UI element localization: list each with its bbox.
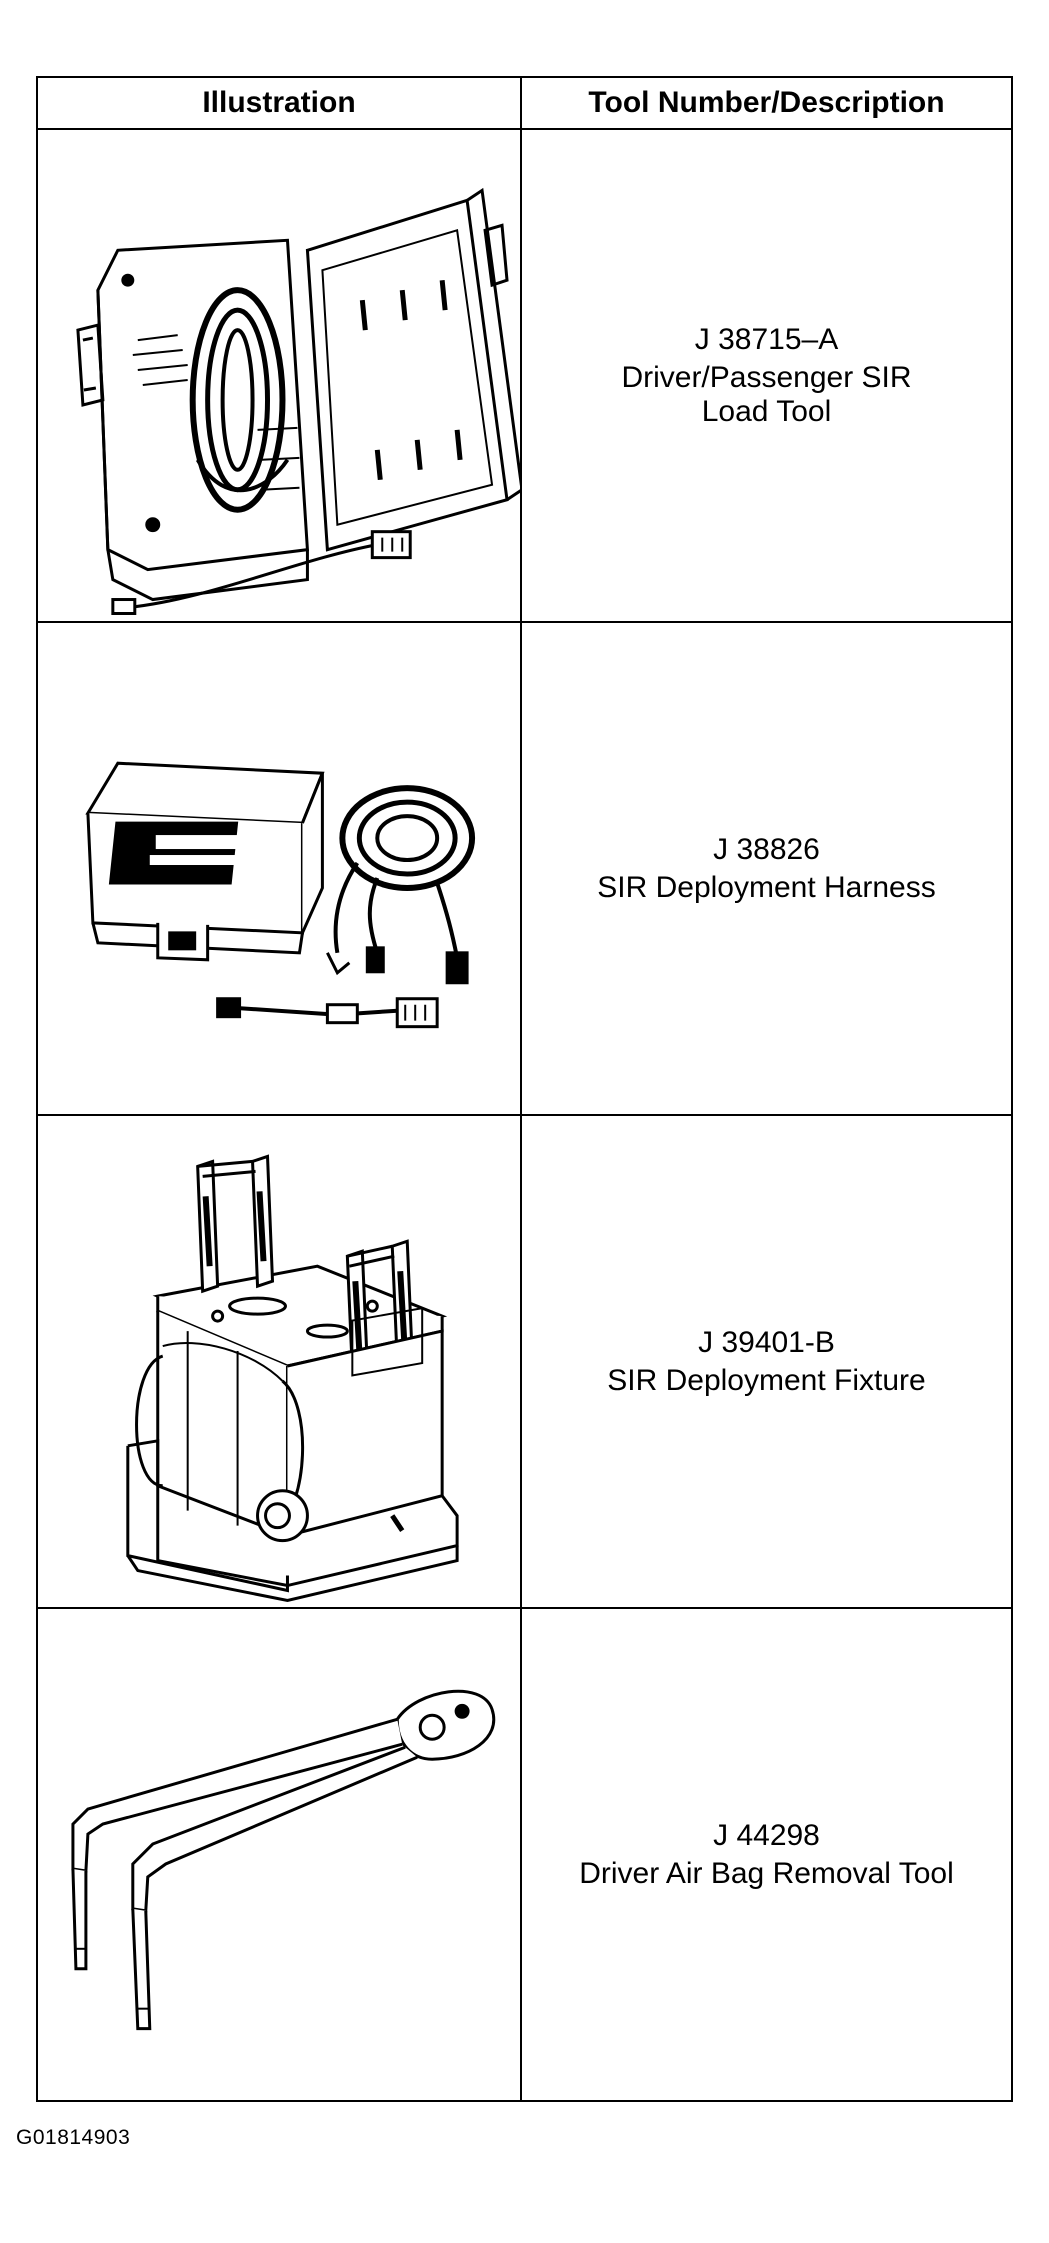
special-tools-table: Illustration Tool Number/Description: [36, 76, 1014, 2102]
table-row: J 44298 Driver Air Bag Removal Tool: [36, 1607, 1014, 2102]
tool-description-line: Driver/Passenger SIR: [621, 360, 912, 394]
table-row: J 38715–A Driver/Passenger SIR Load Tool: [36, 128, 1014, 623]
deployment-harness-icon: [85, 761, 476, 1029]
deployment-fixture-icon: [126, 1154, 459, 1603]
table-row: J 39401-B SIR Deployment Fixture: [36, 1114, 1014, 1609]
header-tool-description: Tool Number/Description: [519, 76, 1014, 130]
figure-code: G01814903: [16, 2126, 131, 2149]
description-cell: J 38826 SIR Deployment Harness: [519, 621, 1014, 1116]
air-bag-removal-tool-icon: [71, 1689, 496, 2031]
tool-number: J 44298: [713, 1818, 820, 1852]
illustration-cell: [36, 621, 522, 1116]
table-row: J 38826 SIR Deployment Harness: [36, 621, 1014, 1116]
tool-description-line: Driver Air Bag Removal Tool: [579, 1856, 954, 1890]
load-tool-case-icon: [76, 187, 520, 615]
tool-number: J 39401-B: [698, 1325, 835, 1359]
illustration-cell: [36, 1607, 522, 2102]
tool-description-line: SIR Deployment Harness: [597, 870, 936, 904]
description-cell: J 39401-B SIR Deployment Fixture: [519, 1114, 1014, 1609]
header-illustration: Illustration: [36, 76, 522, 130]
tool-description-line: SIR Deployment Fixture: [607, 1363, 926, 1397]
tool-number: J 38826: [713, 832, 820, 866]
description-cell: J 44298 Driver Air Bag Removal Tool: [519, 1607, 1014, 2102]
tool-number: J 38715–A: [694, 322, 839, 356]
table-header-row: Illustration Tool Number/Description: [36, 76, 1014, 130]
illustration-cell: [36, 1114, 522, 1609]
description-cell: J 38715–A Driver/Passenger SIR Load Tool: [519, 128, 1014, 623]
illustration-cell: [36, 128, 522, 623]
tool-description-line: Load Tool: [701, 394, 832, 428]
